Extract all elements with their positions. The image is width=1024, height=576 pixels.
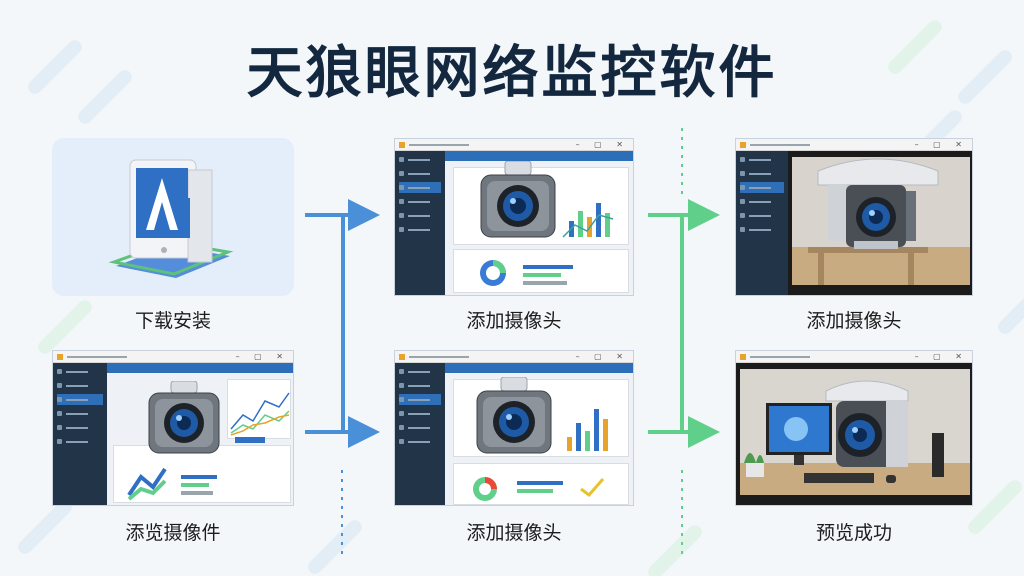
window-titlebar: – ▢ ✕ <box>736 139 972 151</box>
caption-add-camera-1: 添加摄像头 <box>466 310 562 332</box>
app-window-top: – ▢ ✕ <box>394 138 634 296</box>
installer-box-icon <box>108 159 234 278</box>
security-camera-icon <box>476 377 552 454</box>
caption-install: 下载安装 <box>134 310 211 332</box>
dashboard-charts <box>127 392 290 501</box>
window-titlebar: – ▢ ✕ <box>736 351 972 363</box>
sidebar <box>736 151 788 295</box>
app-window-bottom-left: – ▢ ✕ <box>52 350 294 506</box>
preview-photo: – ▢ ✕ <box>735 350 973 506</box>
sidebar <box>395 363 445 505</box>
window-titlebar: – ▢ ✕ <box>395 351 633 363</box>
dashboard-charts <box>480 203 614 286</box>
sidebar <box>53 363 107 505</box>
installer-card <box>52 138 294 296</box>
dashboard-charts <box>473 409 608 501</box>
camera-room-image <box>788 151 972 295</box>
desk-scene-image <box>736 363 972 505</box>
window-titlebar: – ▢ ✕ <box>395 139 633 151</box>
page-title: 天狼眼网络监控软件 <box>246 41 778 106</box>
caption-add-camera-2: 添加摄像头 <box>806 310 902 332</box>
window-titlebar: – ▢ ✕ <box>53 351 293 363</box>
right-arrow-icon <box>305 199 380 448</box>
right-arrow-icon <box>648 199 720 448</box>
caption-add-camera-3: 添加摄像头 <box>466 522 562 544</box>
security-camera-icon <box>480 161 556 238</box>
sidebar <box>395 151 445 295</box>
caption-preview: 预览成功 <box>815 522 892 544</box>
app-window-bottom-middle: – ▢ ✕ <box>394 350 634 506</box>
caption-add-camera-4: 添览摄像件 <box>125 522 221 544</box>
security-camera-icon <box>148 381 220 454</box>
camera-photo-top: – ▢ ✕ <box>735 138 973 296</box>
